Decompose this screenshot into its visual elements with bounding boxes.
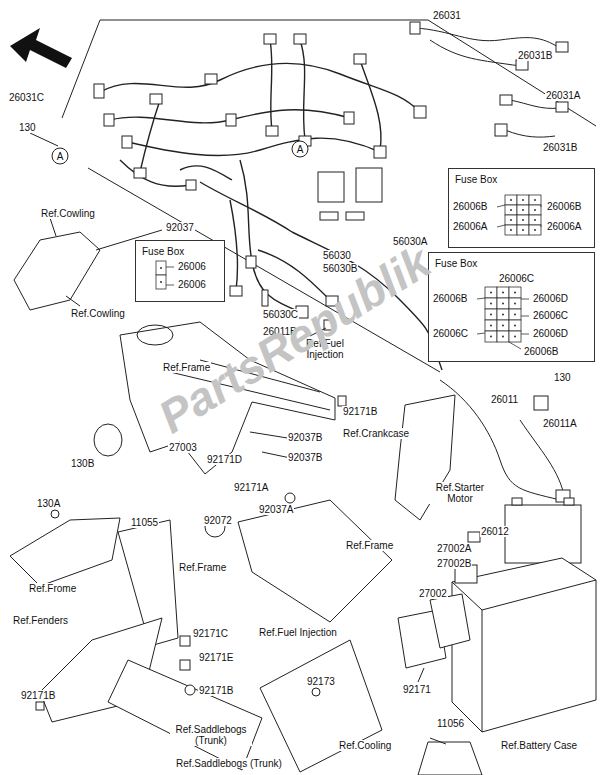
callout-number: 92171E (198, 652, 234, 663)
box-heading: Fuse Box (455, 174, 497, 185)
callout-number: 26006D (533, 293, 568, 304)
callout-number: 26006 (178, 261, 206, 272)
reference-note: Ref.Frame (345, 540, 394, 551)
reference-note: Ref.Saddlebogs (Trunk) (175, 758, 283, 769)
box-heading: Fuse Box (435, 258, 477, 269)
callout-number: 92037B (287, 452, 323, 463)
reference-note: Ref.Frame (178, 562, 227, 573)
callout-number: 92171B (342, 406, 378, 417)
callout-number: 27002A (436, 543, 472, 554)
callout-number: 26006D (533, 328, 568, 339)
callout-number: 27002B (436, 558, 472, 569)
callout-number: 11055 (130, 517, 159, 528)
callout-number: 130 (18, 122, 37, 133)
callout-number: 92171C (192, 628, 229, 639)
callout-number: 130B (70, 458, 95, 469)
callout-number: A (297, 144, 304, 155)
callout-number: 92037B (287, 432, 323, 443)
callout-number: 26006A (547, 221, 581, 232)
callout-number: 92072 (203, 515, 233, 526)
reference-note: Ref.Cowling (70, 308, 126, 319)
callout-number: 92171D (206, 454, 243, 465)
callout-number: 26012 (480, 526, 510, 537)
callout-number: 92037A (258, 504, 294, 515)
reference-note: Ref.Fenders (12, 615, 69, 626)
callout-number: 26011 (490, 394, 519, 405)
callout-number: 56030 (322, 250, 352, 261)
box-heading: Fuse Box (142, 246, 184, 257)
callout-number: 26006C (433, 328, 468, 339)
callout-number: 27003 (168, 442, 198, 453)
callout-number: 26031A (545, 90, 581, 101)
callout-number: 26006B (547, 201, 581, 212)
callout-number: 26006C (499, 273, 534, 284)
reference-circle: A (291, 140, 309, 158)
callout-number: 130A (36, 498, 61, 509)
reference-note: Ref.Cooling (338, 740, 392, 751)
fuse-table (429, 253, 596, 363)
callout-number: A (57, 151, 64, 162)
callout-number: 27002 (418, 588, 448, 599)
callout-number: 26031B (542, 142, 578, 153)
callout-number: 92171A (233, 482, 269, 493)
callout-number: 26031C (8, 92, 45, 103)
callout-number: 26031B (517, 50, 553, 61)
reference-note: Ref.Battery Case (500, 740, 578, 751)
reference-note: Ref.Frome (28, 583, 77, 594)
reference-note: Ref.Starter Motor (428, 482, 492, 504)
callout-number: 26006C (533, 310, 568, 321)
callout-number: 92037 (165, 222, 195, 233)
callout-number: 92171B (20, 690, 56, 701)
callout-number: 26011A (542, 418, 578, 429)
callout-number: 26031 (432, 10, 462, 21)
callout-number: 26006B (453, 201, 487, 212)
reference-note: Ref.Crankcase (342, 428, 410, 439)
reference-note: Ref.Saddlebogs (Trunk) (170, 724, 252, 746)
callout-number: 26006B (433, 293, 467, 304)
fuse-box-frame: Fuse Box 26006B 26006B 26006A 26006A (448, 168, 595, 248)
fuse-box-frame: Fuse Box 26006C 26006B 26006D 26006C 26006C 26… (428, 252, 595, 362)
reference-note: Ref.Cowling (40, 208, 96, 219)
callout-number: 92171B (198, 685, 234, 696)
callout-number: 11056 (436, 718, 465, 729)
callout-number: 130 (553, 372, 572, 383)
reference-circle: A (51, 147, 69, 165)
callout-number: 92173 (306, 676, 336, 687)
callout-number: 26006 (178, 279, 206, 290)
reference-note: Ref.Fuel Injection (258, 627, 338, 638)
callout-number: 26006A (453, 221, 487, 232)
fuse-box-frame: Fuse Box 26006 26006 (135, 240, 225, 302)
callout-number: 26006B (524, 346, 558, 357)
callout-number: 92171 (402, 684, 432, 695)
